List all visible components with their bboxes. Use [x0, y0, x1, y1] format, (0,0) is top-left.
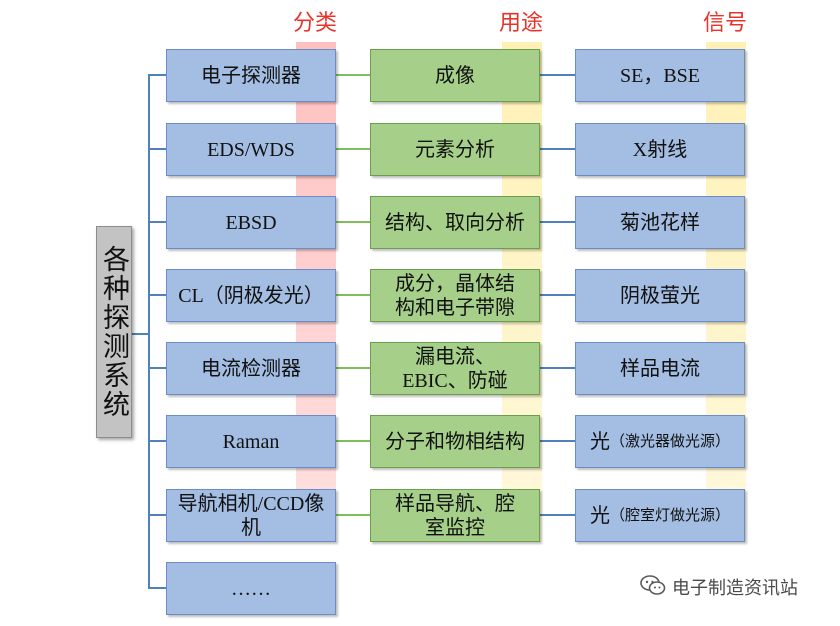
purpose-label: 成像: [435, 64, 475, 87]
detector-box: 导航相机/CCD像机: [166, 489, 336, 542]
detector-label: EBSD: [225, 211, 277, 234]
detector-purpose-connector: [336, 221, 370, 223]
main-detection-system-label: 各种探测系统: [99, 245, 129, 419]
signal-label: 光: [589, 504, 610, 527]
purpose-box: 成分，晶体结构和电子带隙: [370, 269, 540, 322]
branch-line: [148, 514, 166, 516]
detector-purpose-connector: [336, 148, 370, 150]
purpose-label: 成分，晶体结构和电子带隙: [395, 272, 515, 319]
header-category: 分类: [292, 10, 337, 35]
main-detection-system-box: 各种探测系统: [96, 226, 132, 438]
detector-box: EDS/WDS: [166, 123, 336, 176]
purpose-signal-connector: [540, 221, 575, 223]
purpose-label: 元素分析: [415, 138, 495, 161]
signal-box: 样品电流: [575, 342, 745, 395]
signal-label: 光: [589, 430, 610, 453]
detector-purpose-connector: [336, 74, 370, 76]
purpose-label: 分子和物相结构: [385, 430, 525, 453]
purpose-box: 结构、取向分析: [370, 196, 540, 249]
detector-box: Raman: [166, 415, 336, 468]
signal-label: X射线: [632, 138, 688, 161]
signal-note: （腔室灯做光源）: [609, 507, 730, 524]
branch-line: [148, 587, 166, 589]
detector-label: 电子探测器: [201, 64, 301, 87]
detector-box: EBSD: [166, 196, 336, 249]
branch-line: [148, 221, 166, 223]
purpose-signal-connector: [540, 514, 575, 516]
detector-box: 电子探测器: [166, 49, 336, 102]
detector-box: ……: [166, 562, 336, 615]
purpose-signal-connector: [540, 367, 575, 369]
signal-label: 菊池花样: [620, 211, 700, 234]
branch-line: [148, 367, 166, 369]
purpose-box: 样品导航、腔室监控: [370, 489, 540, 542]
signal-box: 菊池花样: [575, 196, 745, 249]
detector-purpose-connector: [336, 367, 370, 369]
signal-box: 光（激光器做光源）: [575, 415, 745, 468]
signal-note: （激光器做光源）: [609, 433, 730, 450]
detector-label: ……: [231, 577, 271, 600]
branch-line: [148, 440, 166, 442]
detector-label: 导航相机/CCD像机: [177, 492, 325, 539]
detector-box: CL（阴极发光）: [166, 269, 336, 322]
detector-label: Raman: [222, 430, 280, 453]
header-signal: 信号: [702, 10, 747, 35]
main-connector: [132, 333, 148, 335]
signal-box: 阴极萤光: [575, 269, 745, 322]
detector-box: 电流检测器: [166, 342, 336, 395]
detector-purpose-connector: [336, 440, 370, 442]
branch-line: [148, 74, 166, 76]
detector-label: CL（阴极发光）: [178, 284, 324, 307]
purpose-label: 结构、取向分析: [385, 211, 525, 234]
purpose-box: 成像: [370, 49, 540, 102]
signal-box: SE，BSE: [575, 49, 745, 102]
signal-label: SE，BSE: [619, 64, 701, 87]
purpose-box: 漏电流、EBIC、防碰: [370, 342, 540, 395]
signal-box: 光（腔室灯做光源）: [575, 489, 745, 542]
trunk-line: [148, 74, 150, 588]
purpose-signal-connector: [540, 294, 575, 296]
purpose-label: 样品导航、腔室监控: [395, 492, 515, 539]
signal-label: 样品电流: [620, 357, 700, 380]
signal-label: 阴极萤光: [620, 284, 700, 307]
detector-label: 电流检测器: [201, 357, 301, 380]
purpose-label: 漏电流、EBIC、防碰: [402, 345, 508, 392]
detector-label: EDS/WDS: [207, 138, 295, 161]
branding-text: 电子制造资讯站: [672, 578, 798, 598]
purpose-signal-connector: [540, 440, 575, 442]
purpose-box: 元素分析: [370, 123, 540, 176]
wechat-icon: [640, 574, 666, 601]
detector-purpose-connector: [336, 514, 370, 516]
purpose-signal-connector: [540, 74, 575, 76]
branch-line: [148, 294, 166, 296]
detector-purpose-connector: [336, 294, 370, 296]
branding: 电子制造资讯站: [640, 574, 798, 600]
purpose-signal-connector: [540, 148, 575, 150]
purpose-box: 分子和物相结构: [370, 415, 540, 468]
signal-box: X射线: [575, 123, 745, 176]
branch-line: [148, 148, 166, 150]
header-purpose: 用途: [498, 10, 543, 35]
